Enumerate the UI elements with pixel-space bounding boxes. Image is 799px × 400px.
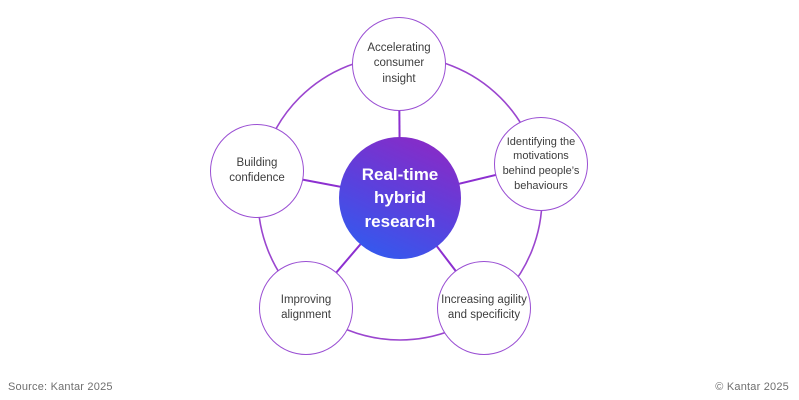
node-label: Building confidence: [229, 156, 285, 184]
center-node-real-time-hybrid-research: Real-time hybrid research: [339, 137, 461, 259]
center-node-label: Real-time hybrid research: [361, 164, 439, 231]
node-label: Improving alignment: [280, 293, 332, 321]
node-accelerating-consumer-insight: Accelerating consumer insight: [352, 17, 446, 111]
node-building-confidence: Building confidence: [210, 124, 304, 218]
node-identifying-motivations: Identifying the motivations behind peopl…: [494, 117, 588, 211]
node-increasing-agility: Increasing agility and specificity: [437, 261, 531, 355]
node-label: Increasing agility and specificity: [441, 293, 527, 321]
node-label: Accelerating consumer insight: [367, 42, 431, 85]
source-attribution: Source: Kantar 2025: [8, 381, 113, 393]
node-label: Identifying the motivations behind peopl…: [502, 135, 580, 192]
node-improving-alignment: Improving alignment: [259, 261, 353, 355]
copyright-notice: © Kantar 2025: [715, 381, 789, 393]
